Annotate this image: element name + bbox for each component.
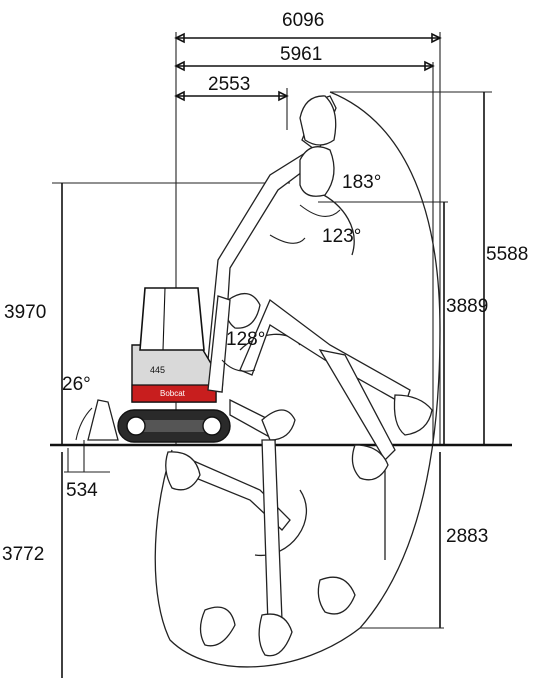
excavator: 445 Bobcat: [87, 287, 231, 443]
arm-positions: [165, 95, 433, 657]
label-bucket-angle: 183°: [342, 172, 381, 193]
label-min-radius: 2553: [208, 74, 250, 95]
angle-labels: 26° 183° 123° 128°: [62, 172, 381, 395]
model-badge: 445: [150, 365, 165, 375]
label-max-dig-height: 5588: [486, 244, 528, 265]
brand-logo: Bobcat: [160, 389, 186, 398]
dimension-lines: [52, 32, 492, 678]
dozer-blade: [87, 399, 119, 441]
label-blade-depth: 534: [66, 480, 98, 501]
label-reach-at-ground: 5961: [280, 44, 322, 65]
operator-cab: [139, 287, 205, 351]
dimension-labels: 6096 5961 2553 3970 5588 3889 3772 2883 …: [2, 10, 528, 565]
label-blade-angle: 26°: [62, 374, 91, 395]
label-boom-angle: 128°: [226, 329, 265, 350]
digging-envelope: [154, 91, 441, 668]
label-max-dump-height: 3970: [4, 302, 46, 323]
angle-arcs: [75, 204, 341, 441]
label-dig-depth-right: 2883: [446, 526, 488, 547]
label-max-reach: 6096: [282, 10, 324, 31]
label-dig-depth-left: 3772: [2, 544, 44, 565]
label-dump-height-right: 3889: [446, 296, 488, 317]
label-arm-angle: 123°: [322, 226, 361, 247]
